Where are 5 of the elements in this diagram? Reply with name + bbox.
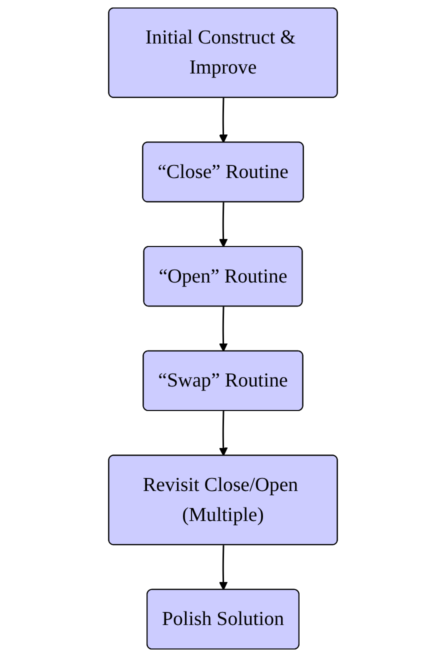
arrow bbox=[218, 98, 228, 144]
arrow bbox=[218, 202, 228, 248]
arrow bbox=[218, 410, 228, 456]
arrow bbox=[218, 306, 228, 352]
arrow bbox=[218, 545, 228, 590]
